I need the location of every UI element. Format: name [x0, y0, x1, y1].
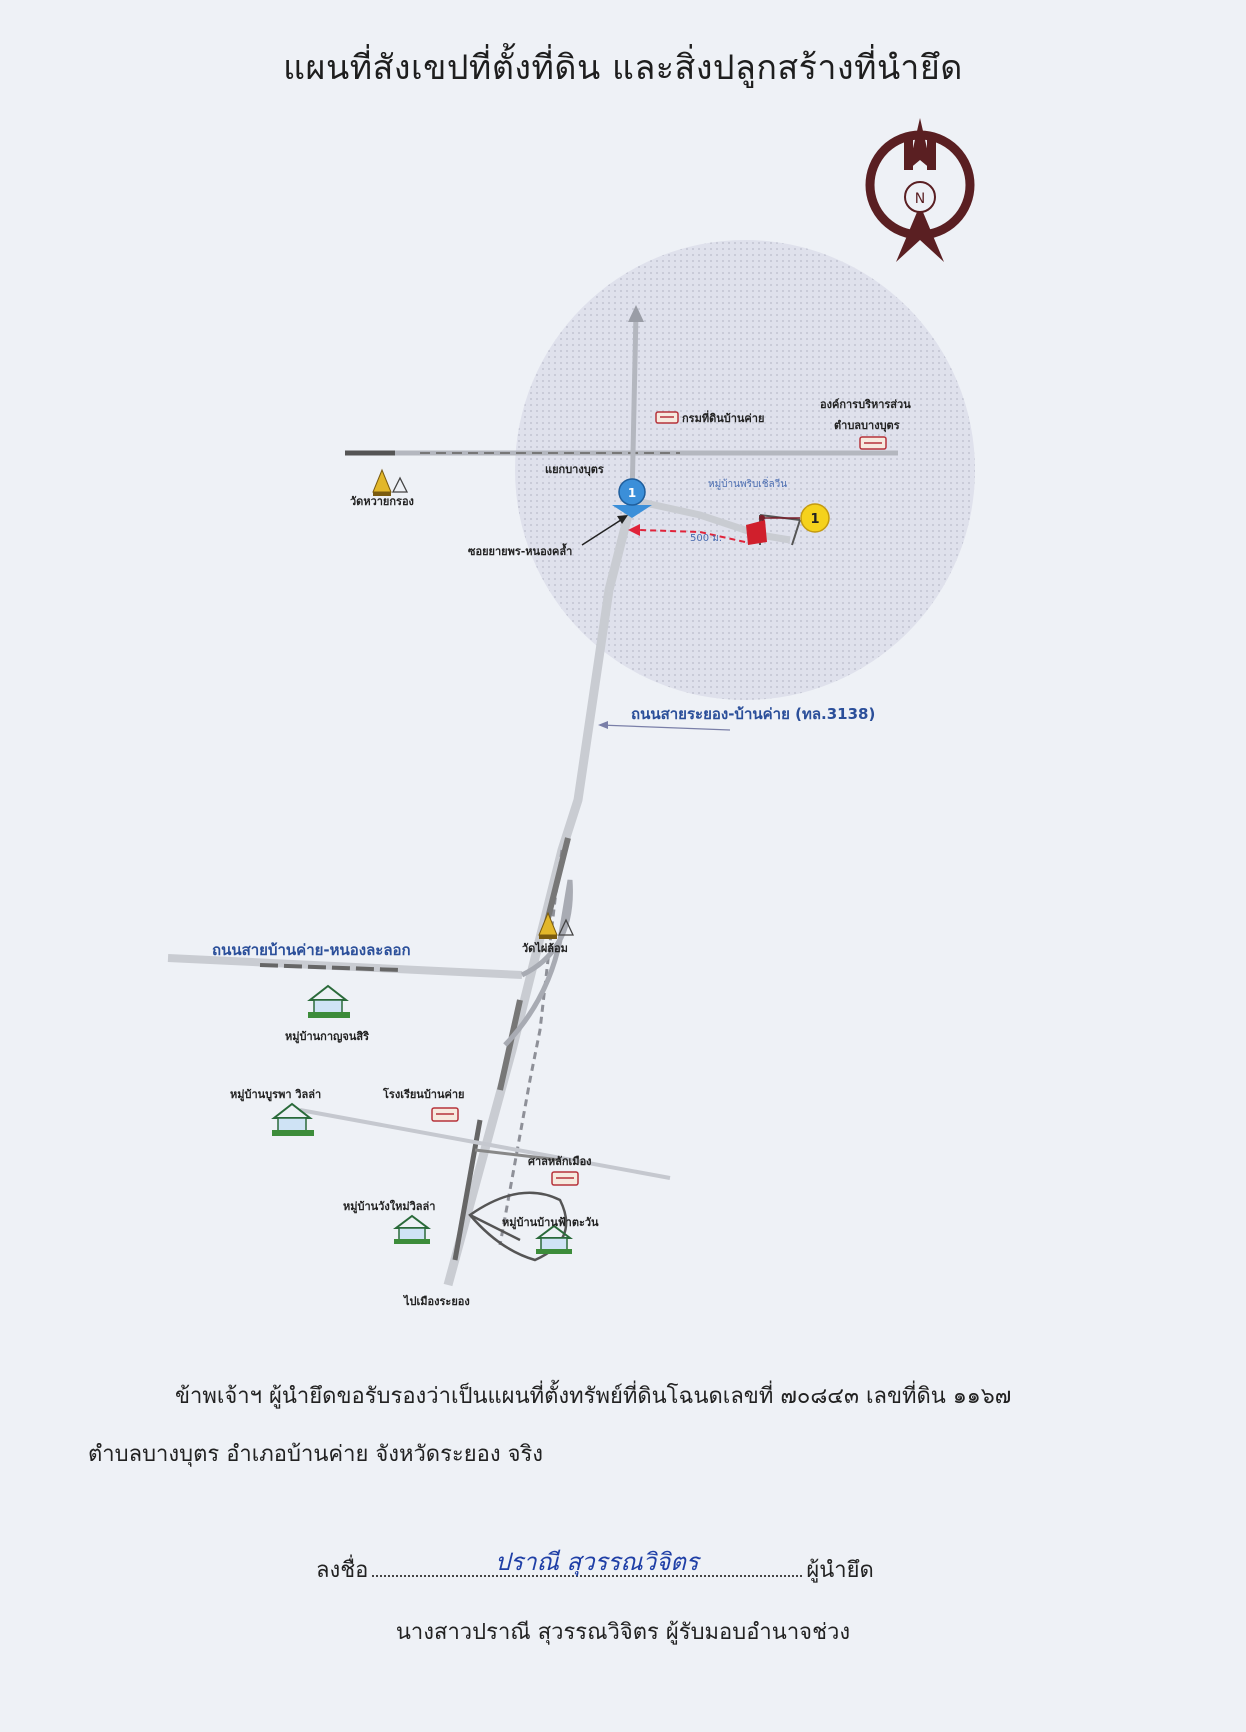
- area-zone: [515, 240, 975, 700]
- location-map: N: [167, 118, 975, 1308]
- village-icon-fa-tawan: [535, 1224, 573, 1254]
- label-village-burapha: หมู่บ้านบูรพา วิลล่า: [230, 1088, 321, 1102]
- building-icon-shrine: [551, 1171, 579, 1186]
- route-arrow: 500 ม.: [628, 524, 746, 544]
- label-village-wang-mai: หมู่บ้านวังใหม่วิลล่า: [343, 1199, 435, 1214]
- label-road-main: ถนนสายระยอง-บ้านค่าย (ทล.3138): [631, 705, 875, 723]
- parcel-marker: 1: [800, 503, 830, 533]
- land-parcel: [746, 520, 767, 545]
- building-icon-sao: [859, 436, 887, 450]
- label-road-side: ถนนสายบ้านค่าย-หนองละลอก: [212, 941, 411, 959]
- roads: [167, 305, 898, 1287]
- village-icon-kanjana: [307, 984, 350, 1018]
- signature-prefix: ลงชื่อ: [316, 1558, 369, 1583]
- label-village-kanjana: หมู่บ้านกาญจนสิริ: [285, 1030, 369, 1044]
- label-to-rayong: ไปเมืองระยอง: [402, 1294, 470, 1308]
- signature-suffix: ผู้นำยึด: [806, 1558, 874, 1583]
- temple-icon-wat-phai: [538, 911, 575, 939]
- label-bang-but-junction: แยกบางบุตร: [545, 463, 604, 477]
- compass-letter: N: [915, 191, 925, 207]
- building-icon-school: [431, 1107, 459, 1122]
- village-icon-burapha: [271, 1102, 314, 1136]
- distance-label: 500 ม.: [690, 533, 722, 544]
- label-village-fa-tawan: หมู่บ้านบ้านฟ้าตะวัน: [502, 1216, 599, 1230]
- certification-line-1: ข้าพเจ้าฯ ผู้นำยึดขอรับรองว่าเป็นแผนที่ต…: [175, 1384, 1012, 1409]
- temple-icon-wat-huai-yang: [372, 468, 409, 496]
- certification-line-2: ตำบลบางบุตร อำเภอบ้านค่าย จังหวัดระยอง จ…: [88, 1442, 544, 1467]
- svg-text:1: 1: [628, 486, 636, 500]
- label-village-prime: หมู่บ้านพริบเชิ่ลวีน: [708, 476, 787, 490]
- label-soi: ซอยยายพร-หนองคล้ำ: [468, 543, 572, 558]
- signature-row: ลงชื่อ ผู้นำยึด: [316, 1552, 874, 1587]
- signer-name: นางสาวปราณี สุวรรณวิจิตร ผู้รับมอบอำนาจช…: [395, 1620, 851, 1645]
- label-sao-line2: ตำบลบางบุตร: [834, 419, 900, 433]
- north-arrow-compass-icon: N: [865, 118, 975, 262]
- label-shrine: ศาลหลักเมือง: [528, 1155, 592, 1168]
- map-title: แผนที่สังเขปที่ตั้งที่ดิน และสิ่งปลูกสร้…: [283, 48, 963, 88]
- label-sao-line1: องค์การบริหารส่วน: [820, 398, 911, 411]
- signature-line: [372, 1575, 803, 1577]
- label-wat-huai-yang: วัดหวายกรอง: [350, 495, 414, 508]
- village-icon-wang-mai: [393, 1214, 431, 1244]
- label-school: โรงเรียนบ้านค่าย: [382, 1087, 464, 1101]
- label-wat-phai: วัดไผ่ล้อม: [522, 941, 568, 955]
- svg-text:1: 1: [810, 512, 819, 527]
- junction-marker: 1: [612, 478, 652, 518]
- label-dept-lands: กรมที่ดินบ้านค่าย: [682, 410, 764, 425]
- handwritten-signature: ปราณี สุวรรณวิจิตร: [495, 1548, 699, 1576]
- building-icon-dept-lands: [655, 411, 679, 424]
